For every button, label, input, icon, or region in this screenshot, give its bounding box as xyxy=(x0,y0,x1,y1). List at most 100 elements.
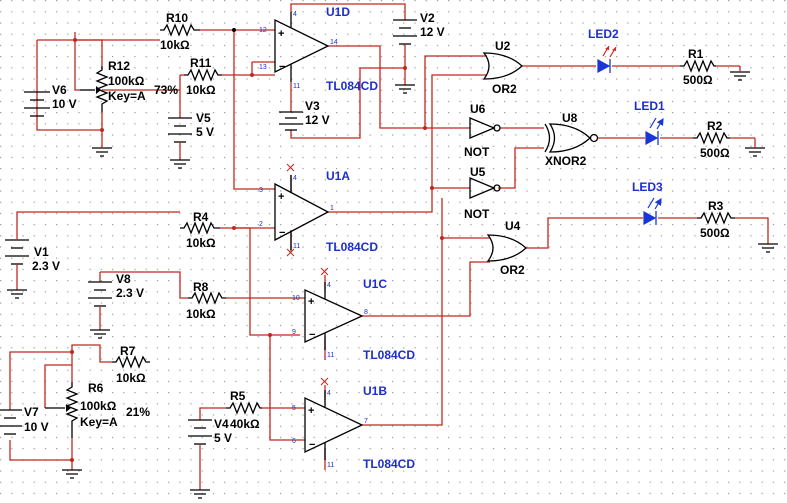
u1b-pin-11: 11 xyxy=(327,462,334,469)
resistor-r8[interactable]: R8 10kΩ xyxy=(186,280,226,321)
led1[interactable]: LED1 xyxy=(634,99,665,146)
source-v3[interactable]: V3 12 V xyxy=(279,99,330,131)
u1c-pin-4: 4 xyxy=(327,282,331,289)
r6-key: Key=A xyxy=(80,415,118,429)
svg-text:−: − xyxy=(279,227,285,239)
u1d-pin-11: 11 xyxy=(293,83,300,90)
led3[interactable]: LED3 xyxy=(632,180,663,226)
opamp-u1a[interactable]: + − 4 3 2 1 11 U1A TL084CD xyxy=(259,169,378,254)
r5-value: 40kΩ xyxy=(230,417,260,431)
u1d-ref: U1D xyxy=(326,5,350,19)
resistor-r4[interactable]: R4 10kΩ xyxy=(180,210,220,250)
u4-ref: U4 xyxy=(505,219,521,233)
gate-u8-xnor2[interactable]: U8 XNOR2 xyxy=(544,111,599,168)
svg-text:−: − xyxy=(279,61,285,73)
ground-symbols xyxy=(7,66,778,499)
u1d-pin-13: 13 xyxy=(259,64,267,71)
r10-value: 10kΩ xyxy=(160,38,190,52)
r6-ref: R6 xyxy=(88,381,104,395)
u1a-pin-2: 2 xyxy=(259,221,263,228)
u2-ref: U2 xyxy=(495,39,511,53)
r4-ref: R4 xyxy=(193,210,209,224)
u1a-ref: U1A xyxy=(326,169,350,183)
v4-ref: V4 xyxy=(214,417,229,431)
v1-value: 2.3 V xyxy=(32,259,60,273)
v1-ref: V1 xyxy=(34,245,49,259)
u1d-part: TL084CD xyxy=(326,79,378,93)
source-v4[interactable]: V4 5 V xyxy=(188,417,232,445)
opamp-u1b[interactable]: + − 4 5 6 7 11 U1B TL084CD xyxy=(292,384,415,471)
led3-ref: LED3 xyxy=(632,180,663,194)
v7-ref: V7 xyxy=(24,405,39,419)
resistor-r5[interactable]: R5 40kΩ xyxy=(226,389,262,431)
resistor-r2[interactable]: R2 500Ω xyxy=(693,119,730,160)
u1a-part: TL084CD xyxy=(326,240,378,254)
resistor-r1[interactable]: R1 500Ω xyxy=(680,47,716,87)
r12-value: 100kΩ xyxy=(108,74,145,88)
gate-u4-or2[interactable]: U4 OR2 xyxy=(486,219,527,277)
r4-value: 10kΩ xyxy=(186,236,216,250)
u1a-pin-11: 11 xyxy=(293,243,300,250)
u1a-pin-3: 3 xyxy=(259,187,263,194)
u1a-pin-1: 1 xyxy=(330,205,334,212)
u6-ref: U6 xyxy=(470,102,486,116)
r6-setting: 21% xyxy=(126,405,150,419)
u1d-pin-12: 12 xyxy=(259,27,267,34)
gate-u6-not[interactable]: U6 NOT xyxy=(464,102,501,159)
resistor-r3[interactable]: R3 500Ω xyxy=(697,199,735,240)
u1c-part: TL084CD xyxy=(363,348,415,362)
resistor-r10[interactable]: R10 10kΩ xyxy=(160,11,200,52)
svg-text:+: + xyxy=(278,191,284,203)
r8-value: 10kΩ xyxy=(186,307,216,321)
r3-ref: R3 xyxy=(708,199,724,213)
led2[interactable]: LED2 xyxy=(588,27,619,74)
source-v7[interactable]: V7 10 V xyxy=(0,405,49,435)
u1b-pin-4: 4 xyxy=(327,390,331,397)
u1b-part: TL084CD xyxy=(363,457,415,471)
u1c-pin-8: 8 xyxy=(364,309,368,316)
v2-ref: V2 xyxy=(420,11,435,25)
v8-value: 2.3 V xyxy=(116,286,144,300)
gate-u5-not[interactable]: U5 NOT xyxy=(464,165,501,221)
r5-ref: R5 xyxy=(230,389,246,403)
v5-value: 5 V xyxy=(196,125,214,139)
svg-text:−: − xyxy=(309,329,315,341)
svg-text:+: + xyxy=(308,296,314,308)
u4-part: OR2 xyxy=(500,263,525,277)
r1-ref: R1 xyxy=(688,47,704,61)
resistor-r11[interactable]: R11 10kΩ xyxy=(184,56,222,97)
resistor-r7[interactable]: R7 10kΩ xyxy=(112,344,150,385)
v5-ref: V5 xyxy=(196,111,211,125)
r11-ref: R11 xyxy=(190,56,212,70)
source-v6[interactable]: V6 10 V xyxy=(24,83,77,117)
u1b-pin-7: 7 xyxy=(364,418,368,425)
r6-value: 100kΩ xyxy=(80,399,117,413)
r12-ref: R12 xyxy=(108,59,130,73)
svg-text:−: − xyxy=(309,439,315,451)
u6-part: NOT xyxy=(464,145,490,159)
wires xyxy=(9,3,769,490)
u2-part: OR2 xyxy=(492,82,517,96)
potentiometer-r6[interactable]: R6 100kΩ Key=A 21% xyxy=(45,381,150,438)
u5-ref: U5 xyxy=(470,165,486,179)
led2-ref: LED2 xyxy=(588,27,619,41)
v6-ref: V6 xyxy=(52,83,67,97)
opamp-u1d[interactable]: + − 4 12 13 14 11 U1D TL084CD xyxy=(259,5,378,93)
source-v2[interactable]: V2 12 V xyxy=(393,11,445,45)
r2-value: 500Ω xyxy=(700,146,730,160)
source-v8[interactable]: V8 2.3 V xyxy=(88,272,144,330)
v2-value: 12 V xyxy=(420,25,445,39)
gate-u2-or2[interactable]: U2 OR2 xyxy=(482,39,523,96)
source-v1[interactable]: V1 2.3 V xyxy=(5,228,60,290)
source-v5[interactable]: V5 5 V xyxy=(168,90,214,160)
u1b-pin-6: 6 xyxy=(292,438,296,445)
potentiometer-r12[interactable]: R12 100kΩ Key=A 73% xyxy=(80,59,178,112)
u1c-pin-9: 9 xyxy=(292,329,296,336)
u1c-ref: U1C xyxy=(363,277,387,291)
v7-value: 10 V xyxy=(24,420,49,434)
r1-value: 500Ω xyxy=(683,73,713,87)
r3-value: 500Ω xyxy=(700,226,730,240)
opamp-u1c[interactable]: + − 4 10 9 8 11 U1C TL084CD xyxy=(292,277,415,362)
